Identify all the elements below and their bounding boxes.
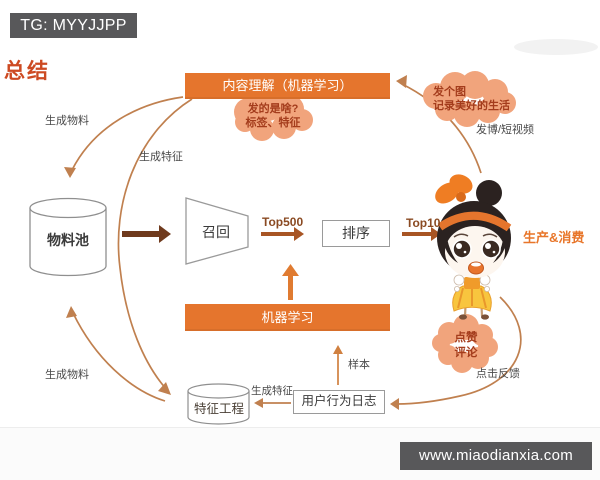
top10-arrow — [402, 227, 441, 241]
ml-up-arrow — [282, 264, 299, 300]
generate-material-bottom-label: 生成物料 — [45, 369, 89, 381]
cloud-post-photo-line2: 记录美好的生活 — [433, 100, 510, 112]
material-pool-cylinder — [29, 197, 107, 277]
cloud-what-posted-line1: 发的是啥? — [247, 103, 299, 115]
cloud-what-posted-line2: 标签、特征 — [245, 117, 301, 129]
sample-arrow — [333, 345, 343, 385]
cloud-post-photo-line1: 发个图 — [433, 86, 466, 98]
girl-character-illustration — [435, 174, 512, 320]
user-behavior-log-box: 用户行为日志 — [293, 390, 385, 414]
log-to-feature-arrow — [254, 398, 291, 408]
generate-material-top-label: 生成物料 — [45, 115, 89, 127]
generate-feature-bottom-label: 生成特征 — [251, 385, 293, 397]
faded-watermark-smudge — [514, 39, 598, 55]
sample-label: 样本 — [348, 359, 370, 371]
feature-engineering-label: 特征工程 — [193, 402, 244, 416]
page-title: 总结 — [4, 60, 50, 83]
post-blog-label: 发博/短视频 — [476, 124, 535, 136]
material-pool-label: 物料池 — [47, 232, 89, 248]
cloud-likes-comments — [432, 314, 498, 373]
content-understanding-box: 内容理解（机器学习） — [185, 73, 390, 99]
click-feedback-label: 点击反馈 — [476, 368, 520, 380]
tg-watermark-badge: TG: MYYJJPP — [10, 13, 137, 38]
generate-feature-top-label: 生成特征 — [139, 151, 183, 163]
machine-learning-box: 机器学习 — [185, 304, 390, 331]
cloud-likes-line2: 评论 — [454, 347, 478, 359]
website-watermark-badge: www.miaodianxia.com — [400, 442, 592, 470]
thick-arrow — [122, 225, 171, 243]
recall-funnel — [185, 197, 249, 265]
recall-label: 召回 — [202, 224, 230, 240]
ranking-box: 排序 — [322, 220, 390, 247]
top500-arrow — [261, 227, 304, 241]
top10-label: Top10 — [406, 216, 441, 230]
cloud-likes-line1: 点赞 — [454, 332, 478, 344]
slide-edge-line — [0, 427, 600, 428]
production-consumption-label: 生产&消费 — [523, 230, 585, 245]
cloud-post-photo — [423, 71, 516, 127]
feature-engineering-cylinder — [187, 383, 250, 425]
top500-label: Top500 — [262, 215, 304, 229]
curved-arrows — [71, 83, 522, 405]
curve-arrowheads — [64, 75, 407, 410]
